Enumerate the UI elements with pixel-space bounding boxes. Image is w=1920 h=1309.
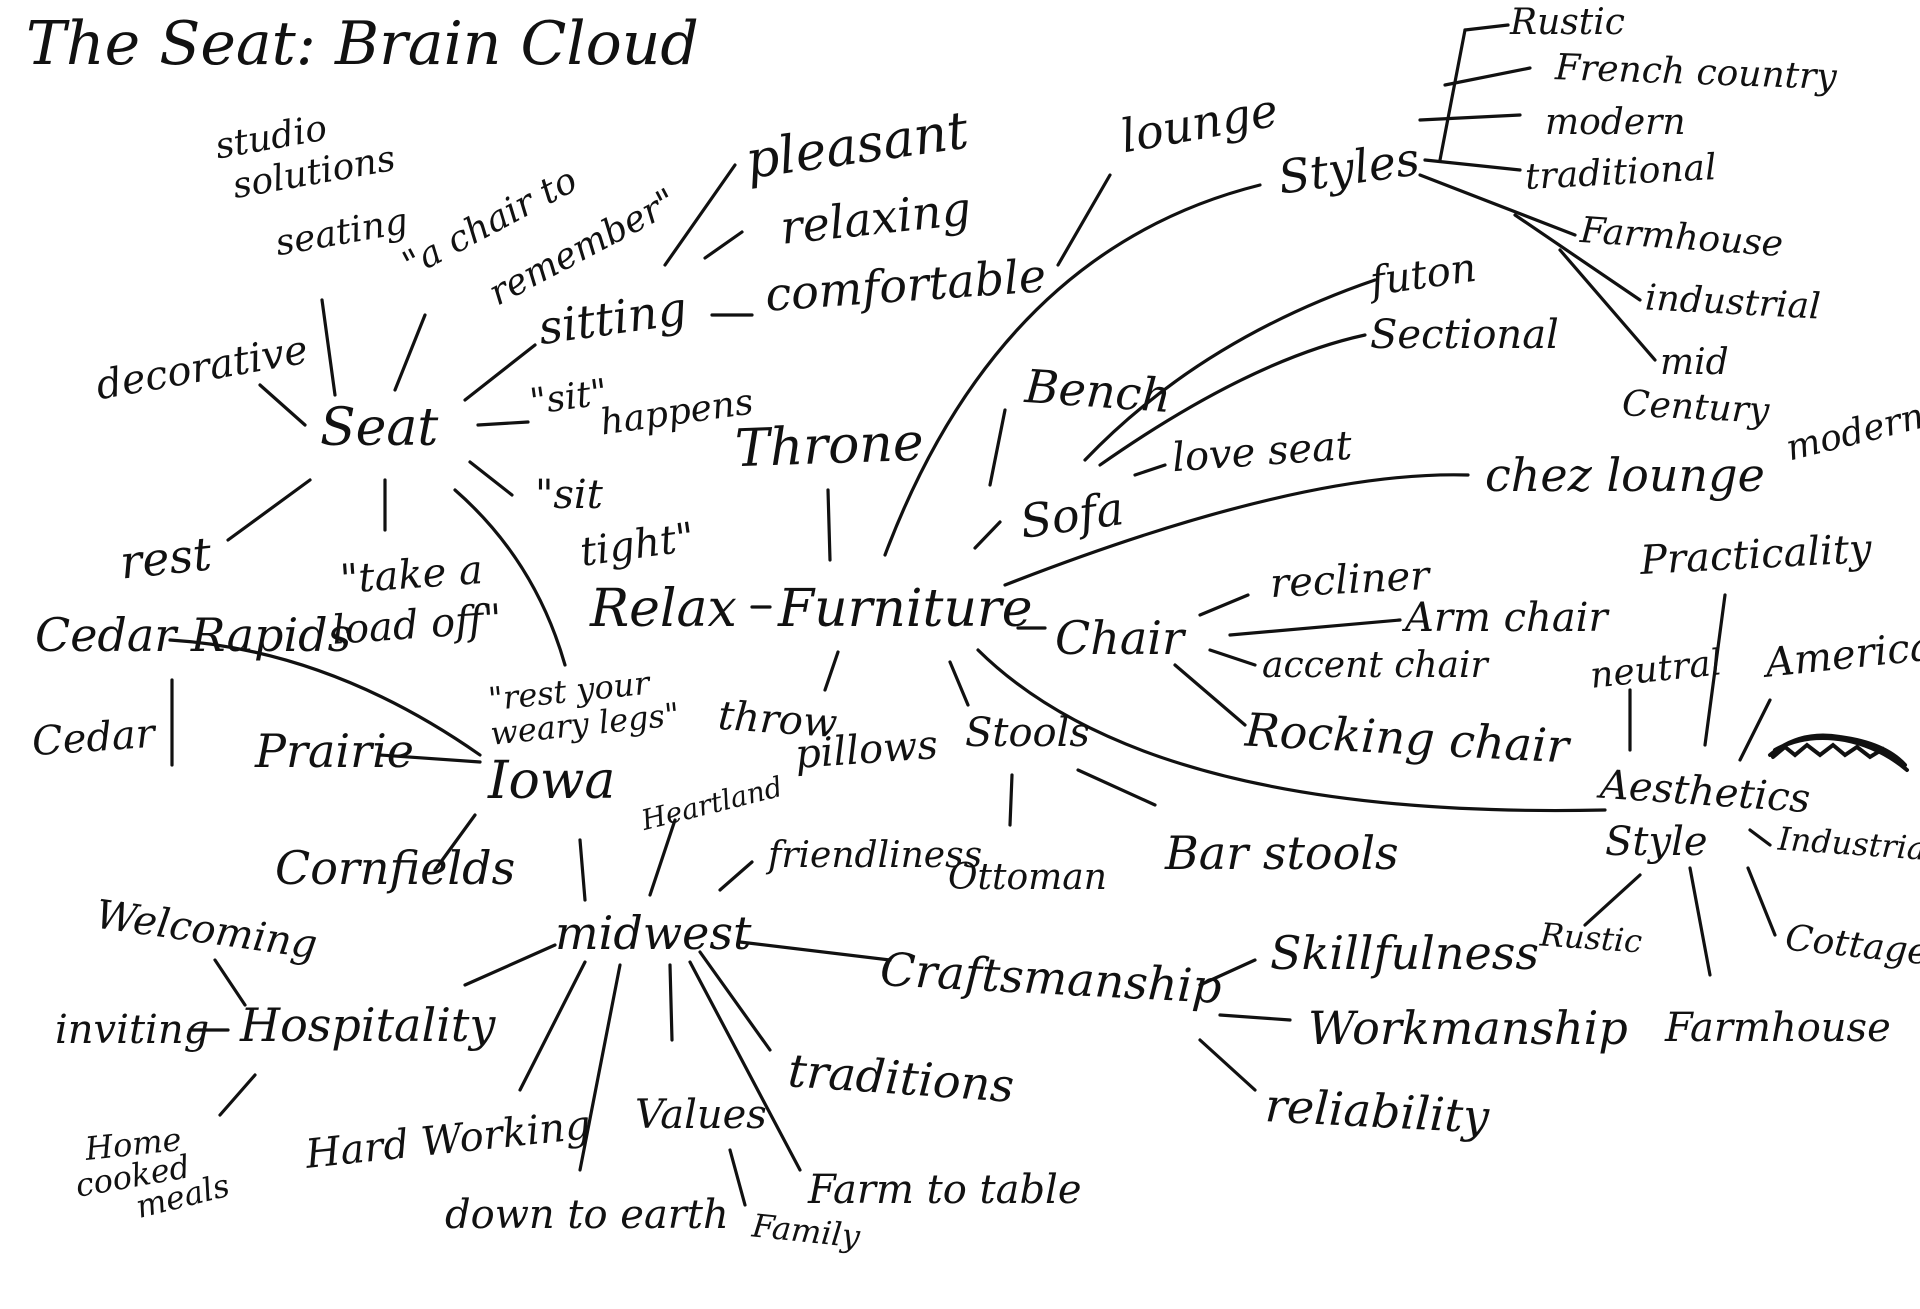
node-skillfulness: Skillfulness: [1270, 926, 1539, 980]
node-cornfields: Cornfields: [275, 841, 516, 895]
node-arm-chair: Arm chair: [1405, 595, 1608, 641]
node-practicality: Practicality: [1638, 525, 1873, 585]
node-take-load-2: load off": [330, 596, 504, 654]
node-reliability: reliability: [1263, 1078, 1491, 1144]
node-rustic-top: Rustic: [1510, 2, 1625, 43]
node-rest: rest: [117, 526, 214, 590]
node-french-country: French country: [1554, 47, 1838, 98]
node-rustic-bottom: Rustic: [1538, 915, 1644, 961]
node-stools: Stools: [965, 710, 1090, 756]
node-farmhouse-bottom: Farmhouse: [1665, 1005, 1891, 1051]
node-bench: Bench: [1023, 358, 1173, 424]
node-style: Style: [1605, 819, 1708, 865]
node-seat: Seat: [320, 398, 439, 458]
node-cedar-rapids: Cedar Rapids: [35, 608, 352, 662]
node-modern-top: modern: [1545, 102, 1686, 143]
node-workmanship: Workmanship: [1308, 1001, 1628, 1055]
node-sectional: Sectional: [1370, 312, 1559, 358]
node-pillows: pillows: [793, 722, 940, 778]
node-down-to-earth: down to earth: [445, 1192, 729, 1238]
scribble-mark: [1768, 733, 1909, 772]
node-farm-to-table: Farm to table: [808, 1167, 1082, 1213]
node-cedar: Cedar: [30, 710, 157, 766]
node-prairie: Prairie: [255, 724, 415, 778]
node-sit-tight-1: "sit: [535, 472, 603, 518]
node-love-seat: love seat: [1170, 422, 1354, 482]
node-accent-chair: accent chair: [1262, 645, 1488, 686]
node-family: Family: [750, 1206, 862, 1256]
node-hospitality: Hospitality: [240, 998, 496, 1052]
node-industrial-top: industrial: [1644, 277, 1822, 328]
node-century: Century: [1621, 383, 1771, 432]
node-sofa: Sofa: [1016, 481, 1127, 549]
node-furniture: Furniture: [778, 579, 1033, 639]
node-chez-lounge: chez lounge: [1485, 448, 1765, 502]
node-mid: mid: [1660, 342, 1729, 383]
node-chair: Chair: [1055, 611, 1184, 665]
node-relax: Relax: [590, 579, 737, 639]
node-values: Values: [635, 1092, 767, 1138]
node-take-load-1: "take a: [338, 547, 485, 603]
node-inviting: inviting: [55, 1007, 210, 1053]
node-iowa: Iowa: [488, 751, 616, 811]
page-title: The Seat: Brain Cloud: [26, 9, 699, 79]
node-throne: Throne: [734, 412, 925, 480]
node-ottoman: Ottoman: [948, 857, 1107, 898]
node-friendliness: friendliness: [768, 835, 983, 876]
node-bar-stools: Bar stools: [1165, 826, 1399, 880]
node-midwest: midwest: [555, 906, 752, 960]
node-traditional: traditional: [1524, 147, 1718, 198]
